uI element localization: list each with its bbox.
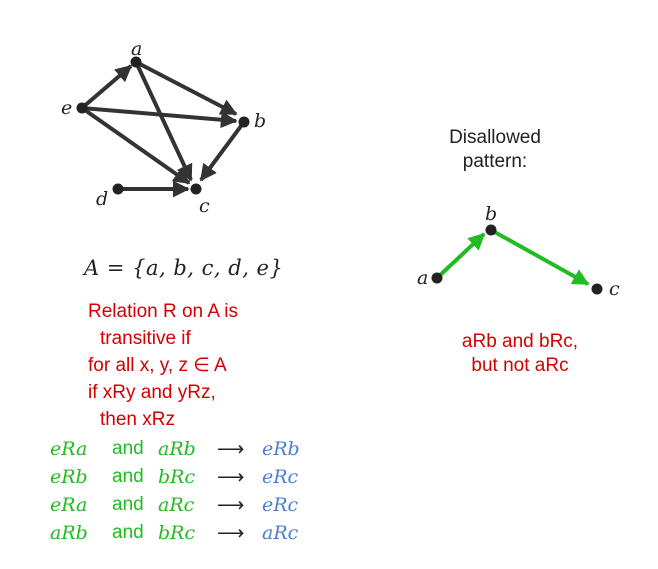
edge-a-c bbox=[134, 61, 193, 182]
edge-e-a bbox=[80, 64, 133, 110]
disallowed-caption: aRb and bRc, but not aRc bbox=[425, 330, 615, 378]
disallowed-title-line-1: Disallowed bbox=[449, 127, 541, 148]
pattern-node-b bbox=[485, 224, 497, 236]
definition-line-1: Relation R on A is bbox=[88, 301, 238, 322]
implication-result: eRb bbox=[262, 438, 300, 460]
implication-lhs: eRb bbox=[50, 466, 88, 488]
implication-lhs: eRa bbox=[50, 494, 88, 516]
disallowed-pattern-graph: a b c bbox=[417, 203, 620, 300]
disallowed-title: Disallowed pattern: bbox=[425, 126, 565, 174]
implies-arrow: ⟶ bbox=[217, 439, 245, 460]
implication-row: aRb and bRc ⟶ aRc bbox=[0, 522, 340, 550]
pattern-node-a bbox=[431, 272, 443, 284]
node-label-e: e bbox=[61, 97, 72, 119]
definition-line-3: for all x, y, z ∈ A bbox=[88, 355, 227, 376]
node-e bbox=[76, 102, 88, 114]
pattern-label-c: c bbox=[609, 278, 620, 300]
edge-e-b bbox=[81, 106, 238, 129]
disallowed-title-line-2: pattern: bbox=[462, 151, 528, 172]
pattern-edge-a-b bbox=[435, 232, 486, 280]
node-label-c: c bbox=[199, 195, 210, 217]
implication-lhs: aRb bbox=[50, 522, 88, 544]
pattern-edge-b-c bbox=[490, 228, 590, 286]
implication-conj: and bbox=[112, 466, 144, 487]
node-label-a: a bbox=[131, 38, 142, 60]
implication-result: aRc bbox=[262, 522, 299, 544]
implication-lhs: eRa bbox=[50, 438, 88, 460]
edge-b-c bbox=[199, 120, 246, 182]
implies-arrow: ⟶ bbox=[217, 495, 245, 516]
pattern-label-a: a bbox=[417, 267, 428, 289]
edge-e-c bbox=[80, 106, 191, 185]
implies-arrow: ⟶ bbox=[217, 523, 245, 544]
node-c bbox=[190, 183, 202, 195]
disallowed-caption-line-1: aRb and bRc, bbox=[461, 331, 579, 352]
definition-line-2: transitive if bbox=[100, 328, 191, 349]
edge-a-b bbox=[135, 60, 238, 116]
node-label-b: b bbox=[254, 110, 266, 132]
set-definition: A = {a, b, c, d, e} bbox=[84, 256, 284, 280]
node-a bbox=[130, 56, 142, 68]
node-label-d: d bbox=[96, 188, 108, 210]
implication-conj: and bbox=[112, 438, 144, 459]
transitivity-definition: Relation R on A is transitive if for all… bbox=[60, 298, 300, 433]
implication-result: eRc bbox=[262, 466, 299, 488]
implication-rhs: bRc bbox=[158, 522, 196, 544]
implication-rhs: aRb bbox=[158, 438, 196, 460]
implication-row: eRa and aRc ⟶ eRc bbox=[0, 494, 340, 522]
pattern-node-c bbox=[591, 283, 603, 295]
definition-line-5: then xRz bbox=[100, 409, 175, 430]
implication-rhs: aRc bbox=[158, 494, 195, 516]
implies-arrow: ⟶ bbox=[217, 467, 245, 488]
implication-result: eRc bbox=[262, 494, 299, 516]
node-b bbox=[238, 116, 250, 128]
implication-row: eRa and aRb ⟶ eRb bbox=[0, 438, 340, 466]
implication-rhs: bRc bbox=[158, 466, 196, 488]
relation-graph: a b c d e bbox=[61, 38, 266, 217]
disallowed-caption-line-2: but not aRc bbox=[471, 355, 569, 376]
implication-row: eRb and bRc ⟶ eRc bbox=[0, 466, 340, 494]
implication-conj: and bbox=[112, 522, 144, 543]
implication-conj: and bbox=[112, 494, 144, 515]
pattern-label-b: b bbox=[485, 203, 497, 225]
definition-line-4: if xRy and yRz, bbox=[88, 382, 216, 403]
node-d bbox=[112, 183, 124, 195]
